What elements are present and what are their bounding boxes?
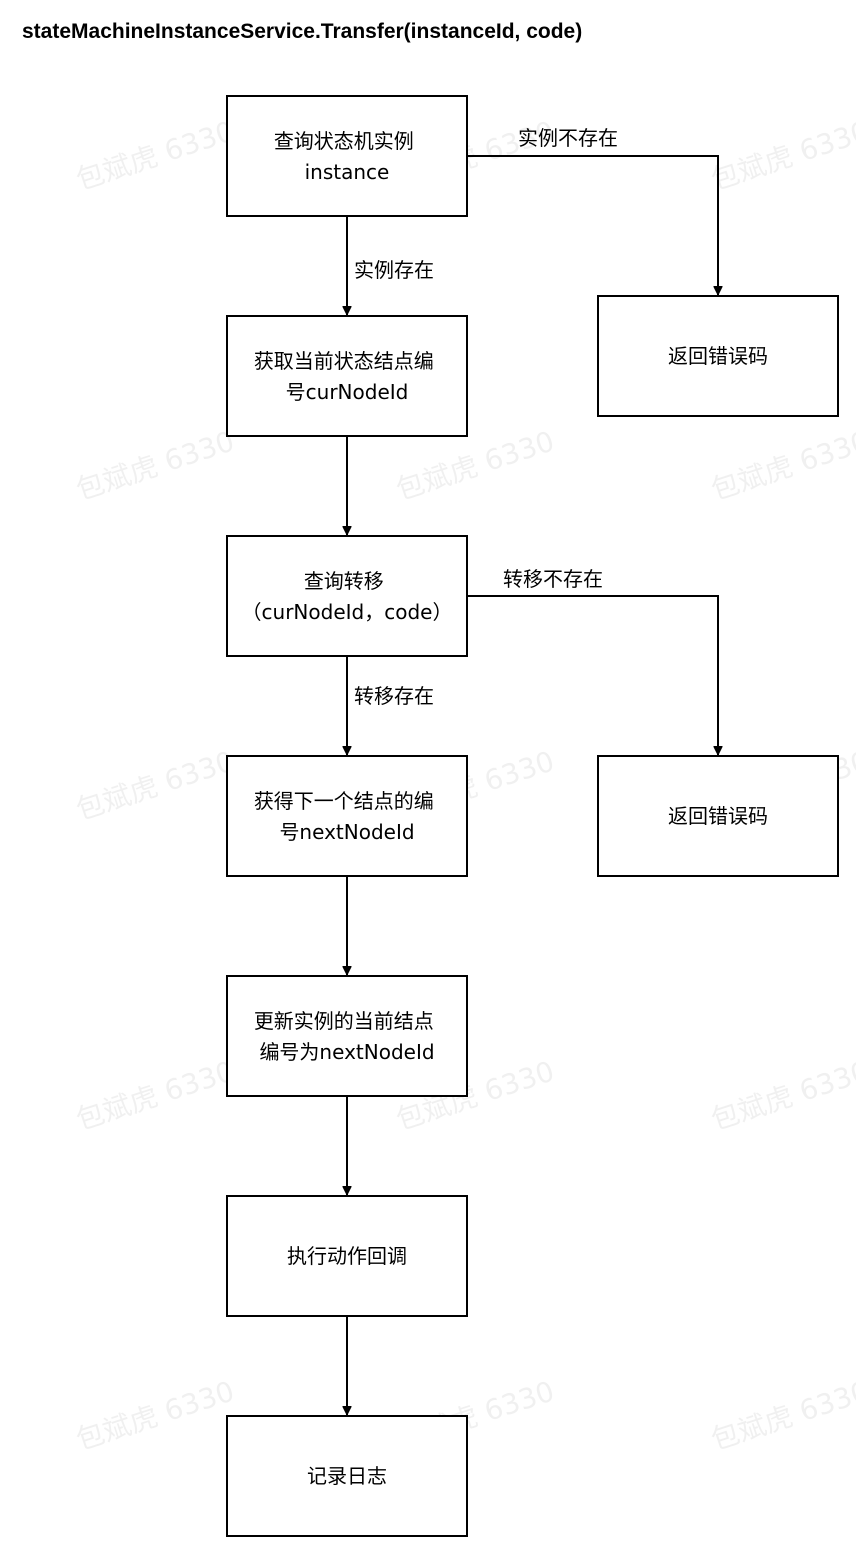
node-label: 执行动作回调 [287, 1244, 407, 1268]
edge-label-instance-missing: 实例不存在 [518, 126, 618, 150]
node-write-log: 记录日志 [226, 1415, 468, 1537]
node-label-line: 号nextNodeId [279, 820, 414, 844]
node-label: 获取当前状态结点编 号curNodeId [254, 349, 440, 404]
watermark: 包斌虎 6330 [72, 745, 238, 827]
page-title: stateMachineInstanceService.Transfer(ins… [22, 20, 583, 43]
node-box [226, 975, 468, 1097]
node-error-no-transfer: 返回错误码 [597, 755, 839, 877]
node-label: 获得下一个结点的编 号nextNodeId [254, 789, 440, 844]
node-get-cur-node: 获取当前状态结点编 号curNodeId [226, 315, 468, 437]
node-box [226, 755, 468, 877]
edge-label-transfer-missing: 转移不存在 [503, 567, 603, 591]
edges [347, 155, 718, 1415]
node-label-line: 执行动作回调 [287, 1244, 407, 1268]
node-box [226, 535, 468, 657]
watermark: 包斌虎 6330 [72, 425, 238, 507]
node-box [226, 1415, 468, 1537]
watermark: 包斌虎 6330 [72, 115, 238, 197]
node-update-instance: 更新实例的当前结点 编号为nextNodeId [226, 975, 468, 1097]
node-label-line: （curNodeId，code） [242, 600, 453, 624]
node-label-line: 返回错误码 [668, 344, 768, 368]
node-label: 更新实例的当前结点 编号为nextNodeId [254, 1009, 440, 1064]
edge-instance-missing [467, 155, 718, 295]
watermark: 包斌虎 6330 [707, 115, 856, 197]
node-label: 查询状态机实例 instance [274, 129, 420, 184]
node-label-line: 查询转移 [304, 569, 384, 593]
watermark: 包斌虎 6330 [72, 1375, 238, 1457]
node-label-line: instance [305, 160, 390, 184]
watermark: 包斌虎 6330 [707, 1055, 856, 1137]
node-label-line: 号curNodeId [286, 380, 409, 404]
node-label-line: 记录日志 [307, 1464, 387, 1488]
watermark: 包斌虎 6330 [707, 425, 856, 507]
node-label-line: 获取当前状态结点编 [254, 349, 434, 373]
edge-label-transfer-exists: 转移存在 [354, 684, 434, 708]
node-query-instance: 查询状态机实例 instance [226, 95, 468, 217]
node-get-next-node: 获得下一个结点的编 号nextNodeId [226, 755, 468, 877]
node-label-line: 编号为nextNodeId [259, 1040, 434, 1064]
node-label: 查询转移 （curNodeId，code） [242, 569, 453, 624]
node-box [226, 95, 468, 217]
edge-labels: 实例不存在 实例存在 转移不存在 转移存在 [354, 126, 618, 708]
node-label: 返回错误码 [668, 804, 768, 828]
node-label: 返回错误码 [668, 344, 768, 368]
node-box [597, 295, 839, 417]
node-label: 记录日志 [307, 1464, 387, 1488]
watermark: 包斌虎 6330 [72, 1055, 238, 1137]
node-box [226, 315, 468, 437]
node-box [597, 755, 839, 877]
node-error-no-instance: 返回错误码 [597, 295, 839, 417]
node-label-line: 查询状态机实例 [274, 129, 414, 153]
edge-label-instance-exists: 实例存在 [354, 258, 434, 282]
node-label-line: 返回错误码 [668, 804, 768, 828]
node-label-line: 更新实例的当前结点 [254, 1009, 434, 1033]
watermark: 包斌虎 6330 [707, 1375, 856, 1457]
edge-transfer-missing [467, 595, 718, 755]
node-box [226, 1195, 468, 1317]
node-query-transfer: 查询转移 （curNodeId，code） [226, 535, 468, 657]
node-label-line: 获得下一个结点的编 [254, 789, 434, 813]
node-exec-callback: 执行动作回调 [226, 1195, 468, 1317]
